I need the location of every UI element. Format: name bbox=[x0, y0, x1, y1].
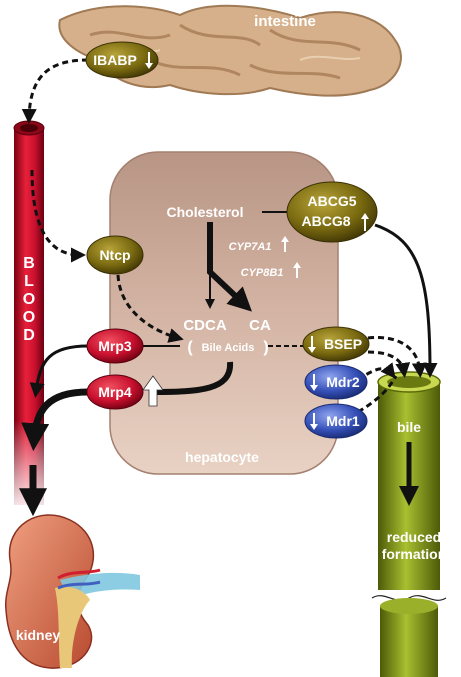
pathway-arrows bbox=[18, 58, 438, 517]
blood-label: B L O O D bbox=[23, 255, 35, 344]
blood-letter-2: L bbox=[24, 273, 34, 290]
cyp8b1-label: CYP8B1 bbox=[241, 267, 284, 279]
mdr2-down-arrow bbox=[310, 374, 318, 391]
mdr2-transporter: Mdr2 bbox=[304, 364, 368, 400]
abcg-to-bile-arrow bbox=[374, 223, 438, 378]
bile-acids-label: Bile Acids bbox=[202, 342, 255, 354]
blood-letter-3: O bbox=[23, 291, 35, 308]
bile-acids-close-paren: ) bbox=[263, 339, 268, 356]
bile-acids-to-mrp4-line bbox=[151, 361, 234, 395]
mrp4-to-blood-arrow bbox=[21, 388, 89, 452]
abcg5-label: ABCG5 bbox=[307, 193, 356, 209]
mrp3-transporter: Mrp3 bbox=[86, 328, 144, 364]
cyp8b1-up-arrow bbox=[293, 262, 301, 278]
mdr1-label: Mdr1 bbox=[326, 413, 360, 429]
ntcp-to-bile-acids-arrow bbox=[116, 274, 184, 343]
blood-letter-4: O bbox=[23, 309, 35, 326]
mdr1-down-arrow bbox=[310, 413, 318, 430]
ibabp-to-blood-arrow bbox=[21, 58, 89, 124]
blood-letter-5: D bbox=[23, 327, 35, 344]
ca-label: CA bbox=[249, 317, 271, 334]
kidney-illustration bbox=[5, 514, 140, 669]
intestine-label: intestine bbox=[254, 13, 316, 30]
formation-label: formation bbox=[382, 546, 447, 562]
ntcp-transporter: Ntcp bbox=[86, 235, 144, 275]
bsep-to-bile-arrow-2 bbox=[367, 350, 411, 378]
reduced-label: reduced bbox=[387, 529, 441, 545]
mrp3-to-blood-arrow bbox=[29, 344, 89, 398]
ibabp-down-arrow bbox=[145, 52, 153, 69]
mrp4-transporter: Mrp4 bbox=[86, 374, 144, 410]
cyp7a1-label: CYP7A1 bbox=[229, 241, 272, 253]
bsep-label: BSEP bbox=[324, 336, 362, 352]
cholesterol-label: Cholesterol bbox=[166, 204, 243, 220]
abcg8-label: ABCG8 bbox=[301, 213, 350, 229]
mrp4-up-arrow bbox=[142, 375, 164, 407]
bsep-transporter: BSEP bbox=[302, 326, 370, 362]
kidney-label: kidney bbox=[16, 627, 61, 643]
hepatocyte-label: hepatocyte bbox=[185, 449, 259, 465]
bile-acids-open-paren: ( bbox=[187, 339, 193, 356]
abcg-transporter: ABCG5 ABCG8 bbox=[286, 181, 378, 243]
mrp3-label: Mrp3 bbox=[98, 338, 132, 354]
bsep-down-arrow bbox=[308, 336, 316, 353]
mdr1-to-bile-arrow bbox=[357, 375, 398, 414]
bile-label: bile bbox=[397, 419, 421, 435]
blood-to-ntcp-arrow bbox=[30, 169, 86, 263]
mdr2-label: Mdr2 bbox=[326, 374, 360, 390]
cdca-label: CDCA bbox=[183, 317, 226, 334]
ibabp-label: IBABP bbox=[93, 52, 137, 68]
mrp4-label: Mrp4 bbox=[98, 384, 132, 400]
ntcp-label: Ntcp bbox=[99, 247, 130, 263]
bsep-to-bile-arrow-1 bbox=[367, 335, 427, 378]
ibabp-transporter: IBABP bbox=[85, 41, 159, 79]
abcg-up-arrow bbox=[361, 213, 369, 231]
bile-duct bbox=[371, 371, 447, 677]
mdr1-transporter: Mdr1 bbox=[304, 403, 368, 439]
blood-letter-1: B bbox=[23, 255, 35, 272]
cholesterol-to-ca-arrow bbox=[207, 222, 252, 312]
cyp7a1-up-arrow bbox=[281, 236, 289, 252]
